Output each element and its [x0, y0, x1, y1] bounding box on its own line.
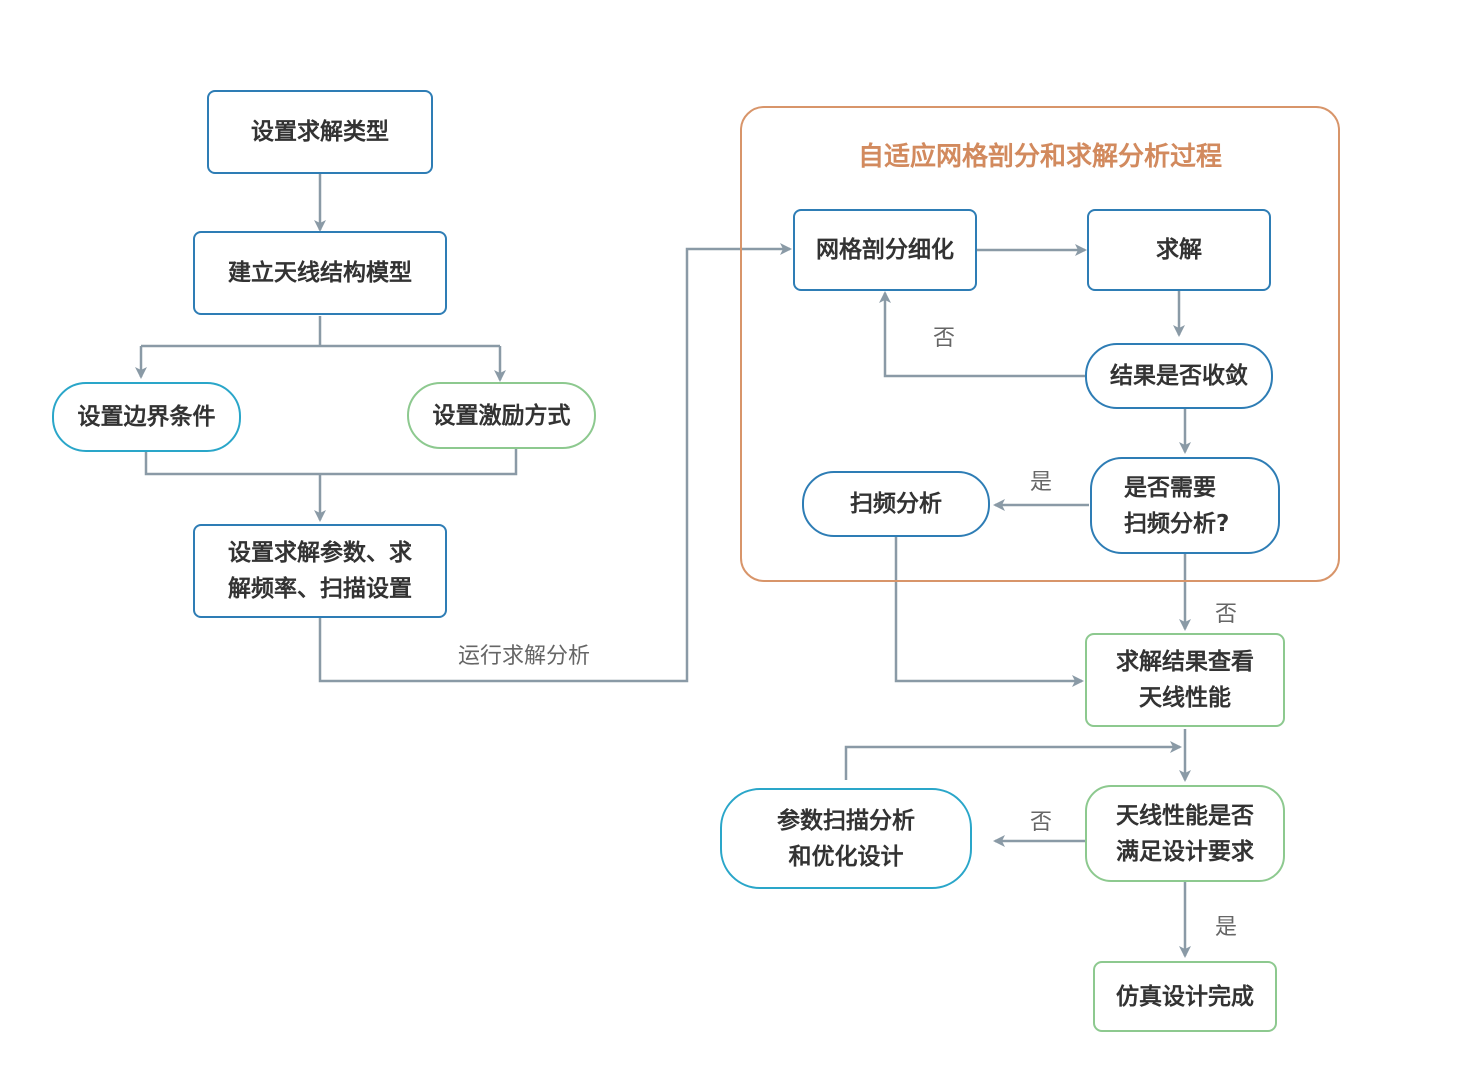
- node-text: 是否需要: [1124, 474, 1216, 501]
- node-set-boundary[interactable]: 设置边界条件: [52, 382, 241, 452]
- node-text: 建立天线结构模型: [228, 260, 412, 286]
- node-converged[interactable]: 结果是否收敛: [1085, 343, 1273, 409]
- label-no-converge: 否: [933, 326, 956, 351]
- arrow-params-to-mesh: [318, 243, 792, 683]
- label-yes-meets: 是: [1215, 915, 1238, 940]
- node-text: 网格剖分细化: [816, 237, 954, 263]
- group-title: 自适应网格剖分和求解分析过程: [857, 142, 1222, 172]
- node-text: 设置求解参数、求: [228, 540, 412, 566]
- node-set-solve-type[interactable]: 设置求解类型: [207, 90, 433, 174]
- arrow-sweep-to-view: [894, 537, 1084, 687]
- node-solve[interactable]: 求解: [1087, 209, 1271, 291]
- label-no-meets: 否: [1030, 810, 1053, 835]
- node-text: 满足设计要求: [1116, 838, 1254, 865]
- node-set-excitation[interactable]: 设置激励方式: [407, 382, 596, 449]
- node-sweep[interactable]: 扫频分析: [802, 471, 990, 537]
- node-build-model[interactable]: 建立天线结构模型: [193, 231, 447, 315]
- node-text: 求解: [1156, 237, 1202, 263]
- node-text: 设置求解类型: [251, 119, 389, 145]
- node-text: 和优化设计: [788, 843, 904, 870]
- arrow-converge-no-to-mesh: [879, 291, 1086, 378]
- node-text: 扫频分析?: [1124, 510, 1230, 537]
- node-view-results[interactable]: 求解结果查看 天线性能: [1085, 633, 1285, 727]
- node-done[interactable]: 仿真设计完成: [1093, 961, 1277, 1032]
- node-mesh-refine[interactable]: 网格剖分细化: [793, 209, 977, 291]
- label-yes-sweep: 是: [1030, 470, 1053, 495]
- arrow-branches-merge: [144, 448, 518, 476]
- adaptive-mesh-group: [740, 106, 1340, 582]
- node-text: 解频率、扫描设置: [228, 576, 412, 602]
- node-set-params[interactable]: 设置求解参数、求 解频率、扫描设置: [193, 524, 447, 618]
- node-text: 求解结果查看: [1116, 649, 1254, 675]
- node-text: 参数扫描分析: [777, 807, 915, 834]
- node-need-sweep[interactable]: 是否需要 扫频分析?: [1090, 457, 1280, 554]
- arrow-model-to-branches: [141, 316, 500, 348]
- label-no-sweep: 否: [1215, 602, 1238, 627]
- node-text: 天线性能是否: [1116, 802, 1254, 829]
- node-text: 结果是否收敛: [1110, 363, 1248, 389]
- node-text: 天线性能: [1139, 685, 1231, 711]
- node-text: 仿真设计完成: [1116, 983, 1254, 1010]
- node-text: 扫频分析: [850, 491, 942, 517]
- label-run-analysis: 运行求解分析: [458, 644, 591, 669]
- arrow-opt-loop-back: [844, 741, 1182, 780]
- node-param-optimization[interactable]: 参数扫描分析 和优化设计: [720, 788, 972, 889]
- node-text: 设置激励方式: [432, 402, 571, 429]
- node-meets-requirements[interactable]: 天线性能是否 满足设计要求: [1085, 785, 1285, 882]
- node-text: 设置边界条件: [77, 404, 216, 430]
